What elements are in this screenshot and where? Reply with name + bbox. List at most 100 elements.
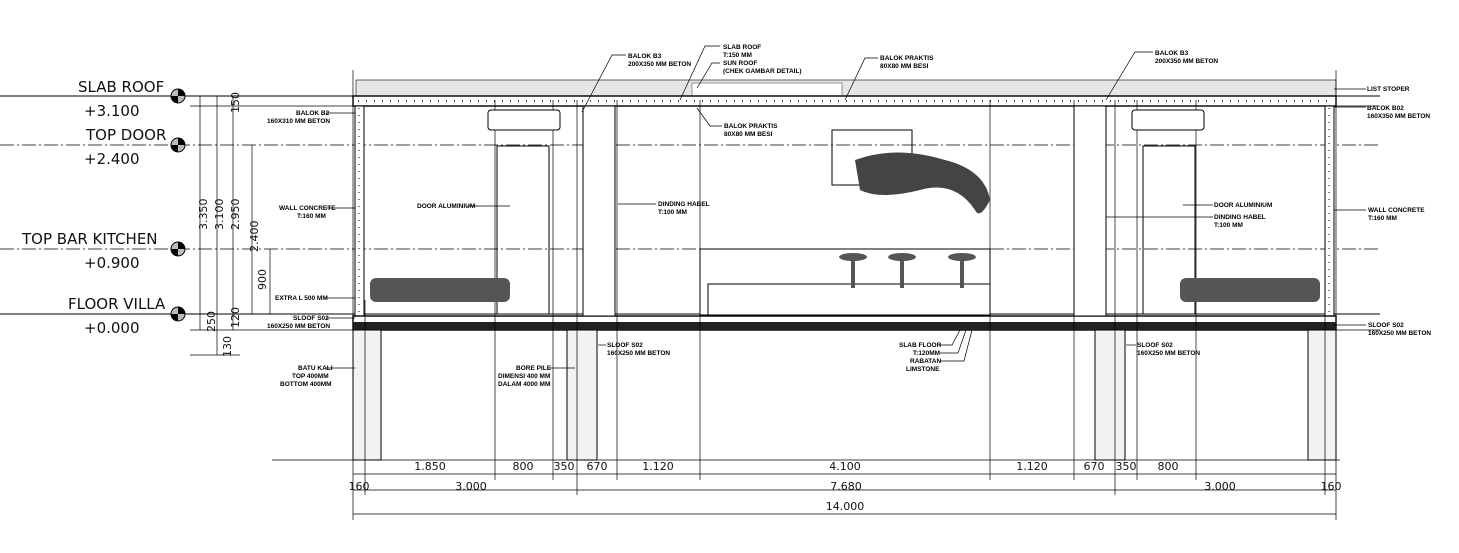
- dim-130: 130: [221, 336, 234, 357]
- dim-3100: 3.100: [213, 199, 226, 231]
- horizontal-dimensions: 1.850 800 350 670 1.120 4.100 1.120 670 …: [349, 460, 1342, 515]
- annotation-text: BALOK PRAKTIS: [724, 123, 778, 130]
- annotation-text: 3.000: [455, 480, 487, 493]
- bar-stools: [839, 253, 976, 288]
- door-aluminium-left: [496, 145, 550, 315]
- total-width: 14.000: [826, 500, 865, 513]
- ac-unit-right: [1131, 109, 1205, 131]
- column-dinding-right: [1073, 105, 1107, 317]
- annotation-text: BORE PILE: [516, 365, 552, 372]
- annotation-text: DOOR ALUMINIUM: [1214, 202, 1272, 209]
- level-name: TOP BAR KITCHEN: [21, 230, 158, 248]
- batu-kali-foundation-left: [352, 329, 382, 461]
- annotation-text: SLOOF S02: [293, 315, 329, 322]
- bore-pile-left: [566, 329, 598, 461]
- level-value: +3.100: [84, 102, 140, 120]
- annotation-text: SLAB FLOOR: [899, 342, 942, 349]
- annotation-text: SLAB ROOF: [723, 44, 761, 51]
- annotation-text: 160X250 MM BETON: [1368, 330, 1431, 337]
- annotation-text: LIST STOPER: [1367, 86, 1410, 93]
- annotation-text: BALOK B3: [628, 53, 662, 60]
- annotation-text: 670: [587, 460, 608, 473]
- building-section: [272, 70, 1340, 520]
- wall-concrete-left: [354, 105, 365, 317]
- annotation-text: 160X250 MM BETON: [267, 323, 330, 330]
- batu-kali-foundation-right: [1307, 329, 1337, 461]
- annotation-text: LIMSTONE: [906, 366, 940, 373]
- annotations: BALOK B3 200X350 MM BETON SLAB ROOF T:15…: [267, 44, 1431, 388]
- dim-250: 250: [205, 311, 218, 332]
- annotation-text: BATU KALI: [298, 365, 333, 372]
- annotation-text: DINDING HABEL: [658, 201, 710, 208]
- annotation-text: SLOOF S02: [1137, 342, 1173, 349]
- annotation-text: 200X350 MM BETON: [628, 61, 691, 68]
- dim-900: 900: [256, 269, 269, 290]
- annotation-text: 350: [554, 460, 575, 473]
- annotation-text: T:100 MM: [658, 209, 687, 216]
- annotation-text: DOOR ALUMINIUM: [417, 203, 475, 210]
- roof-parapet: [355, 79, 1337, 97]
- door-aluminium-right: [1142, 145, 1196, 315]
- annotation-text: SLOOF S02: [1368, 322, 1404, 329]
- sun-roof: [691, 82, 843, 97]
- annotation-text: 800: [1158, 460, 1179, 473]
- annotation-text: SLOOF S02: [607, 342, 643, 349]
- dim-150: 150: [229, 92, 242, 113]
- annotation-text: 160X310 MM BETON: [267, 118, 330, 125]
- sofa-right: [1180, 278, 1320, 302]
- level-name: FLOOR VILLA: [68, 295, 166, 313]
- annotation-text: BALOK PRAKTIS: [880, 55, 934, 62]
- column-dinding-left: [582, 105, 616, 317]
- annotation-text: 160X350 MM BETON: [1367, 113, 1430, 120]
- annotation-text: 160X250 MM BETON: [1137, 350, 1200, 357]
- annotation-text: 1.120: [642, 460, 674, 473]
- annotation-text: 670: [1084, 460, 1105, 473]
- slab-roof: [352, 95, 1337, 107]
- annotation-text: RABATAN: [910, 358, 941, 365]
- dim-2950: 2.950: [229, 199, 242, 231]
- annotation-text: BALOK B02: [1367, 105, 1404, 112]
- annotation-text: EXTRA L 500 MM: [275, 295, 328, 302]
- floor-hatch: [353, 322, 1336, 330]
- bore-pile-right: [1094, 329, 1126, 461]
- annotation-text: DALAM 4000 MM: [498, 381, 550, 388]
- level-value: +0.900: [84, 254, 140, 272]
- annotation-text: DIMENSI 400 MM: [498, 373, 550, 380]
- annotation-text: 3.000: [1204, 480, 1236, 493]
- annotation-text: BALOK B2: [296, 110, 330, 117]
- annotation-text: 800: [513, 460, 534, 473]
- annotation-text: T:120MM: [913, 350, 940, 357]
- annotation-text: 160X250 MM BETON: [607, 350, 670, 357]
- dim-3350: 3.350: [197, 199, 210, 231]
- annotation-text: 1.120: [1016, 460, 1048, 473]
- wall-concrete-right: [1324, 105, 1335, 317]
- annotation-text: WALL CONCRETE: [1368, 207, 1425, 214]
- annotation-text: T:160 MM: [297, 213, 326, 220]
- annotation-text: 7.680: [830, 480, 862, 493]
- annotation-text: BOTTOM 400MM: [280, 381, 332, 388]
- annotation-text: (CHEK GAMBAR DETAIL): [723, 68, 802, 75]
- annotation-text: T:160 MM: [1368, 215, 1397, 222]
- level-name: SLAB ROOF: [78, 78, 164, 96]
- annotation-text: TOP 400MM: [292, 373, 329, 380]
- ac-unit-left: [487, 109, 561, 131]
- sofa-left: [370, 278, 510, 302]
- annotation-text: 80X80 MM BESI: [724, 131, 773, 138]
- dim-2400: 2.400: [248, 221, 261, 253]
- level-marker-top-bar-kitchen: TOP BAR KITCHEN +0.900: [21, 230, 186, 272]
- level-value: +0.000: [84, 319, 140, 337]
- annotation-text: BALOK B3: [1155, 50, 1189, 57]
- annotation-text: T:150 MM: [723, 52, 752, 59]
- annotation-text: T:100 MM: [1214, 222, 1243, 229]
- level-marker-slab-roof: SLAB ROOF +3.100: [78, 78, 186, 120]
- annotation-text: 350: [1116, 460, 1137, 473]
- annotation-text: 1.850: [414, 460, 446, 473]
- vertical-dimensions: 3.350 3.100 2.950 2.400 900 150 250 120 …: [197, 92, 271, 357]
- annotation-text: WALL CONCRETE: [279, 205, 336, 212]
- level-marker-floor-villa: FLOOR VILLA +0.000: [68, 295, 186, 337]
- hanging-plant: [831, 129, 990, 214]
- level-value: +2.400: [84, 150, 140, 168]
- annotation-text: 160: [349, 480, 370, 493]
- annotation-text: 200X350 MM BETON: [1155, 58, 1218, 65]
